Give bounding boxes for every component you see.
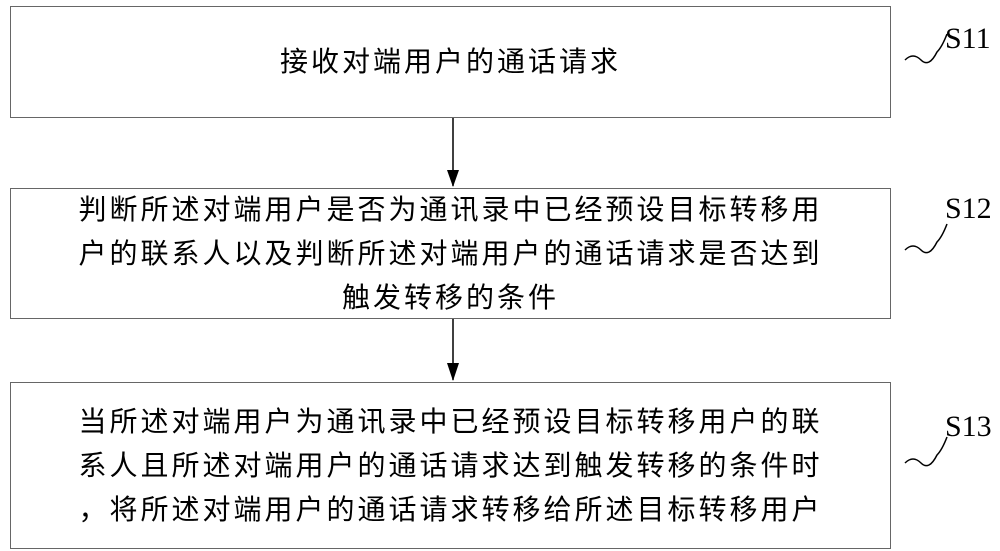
- step-s11-box: 接收对端用户的通话请求: [10, 6, 891, 118]
- leader-s13: [904, 436, 948, 467]
- step-text-line: 户的联系人以及判断所述对端用户的通话请求是否达到: [78, 236, 823, 270]
- step-text-line: 接收对端用户的通话请求: [279, 45, 621, 78]
- step-label-s12: S12: [945, 192, 992, 225]
- step-text-line: 触发转移的条件: [341, 280, 559, 314]
- step-s12-box: 判断所述对端用户是否为通讯录中已经预设目标转移用 户的联系人以及判断所述对端用户…: [10, 188, 891, 319]
- step-label-s11: S11: [945, 22, 991, 55]
- step-text-line: 当所述对端用户为通讯录中已经预设目标转移用户的联: [78, 404, 823, 438]
- step-text-line: 判断所述对端用户是否为通讯录中已经预设目标转移用: [78, 192, 823, 226]
- step-label-s13: S13: [945, 410, 992, 443]
- leader-s11: [904, 33, 948, 64]
- step-s13-box: 当所述对端用户为通讯录中已经预设目标转移用户的联 系人且所述对端用户的通话请求达…: [10, 382, 891, 549]
- step-text-line: 系人且所述对端用户的通话请求达到触发转移的条件时: [78, 448, 823, 482]
- leader-s12: [904, 223, 948, 254]
- step-text-line: ，将所述对端用户的通话请求转移给所述目标转移用户: [78, 492, 823, 526]
